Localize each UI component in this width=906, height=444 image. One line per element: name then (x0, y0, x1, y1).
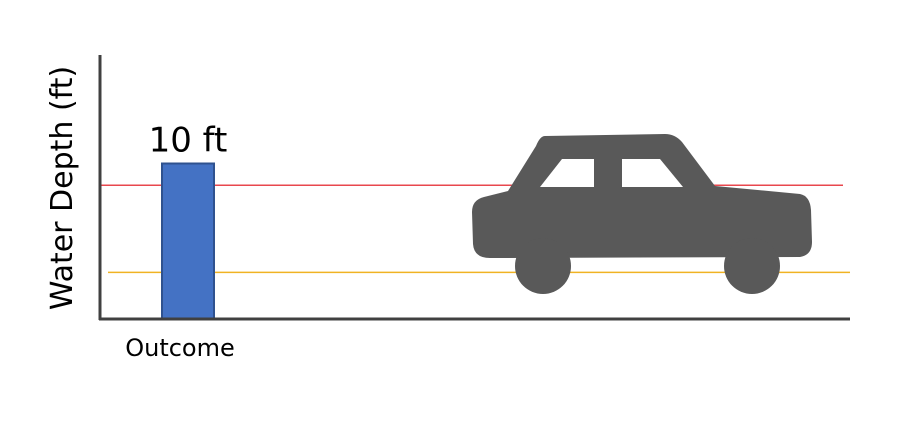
bar-outcome (161, 162, 215, 320)
data-label-outcome: 10 ft (149, 121, 228, 161)
x-tick-label-outcome: Outcome (125, 334, 235, 362)
car-icon (472, 134, 812, 294)
y-axis-label: Water Depth (ft) (45, 66, 80, 310)
